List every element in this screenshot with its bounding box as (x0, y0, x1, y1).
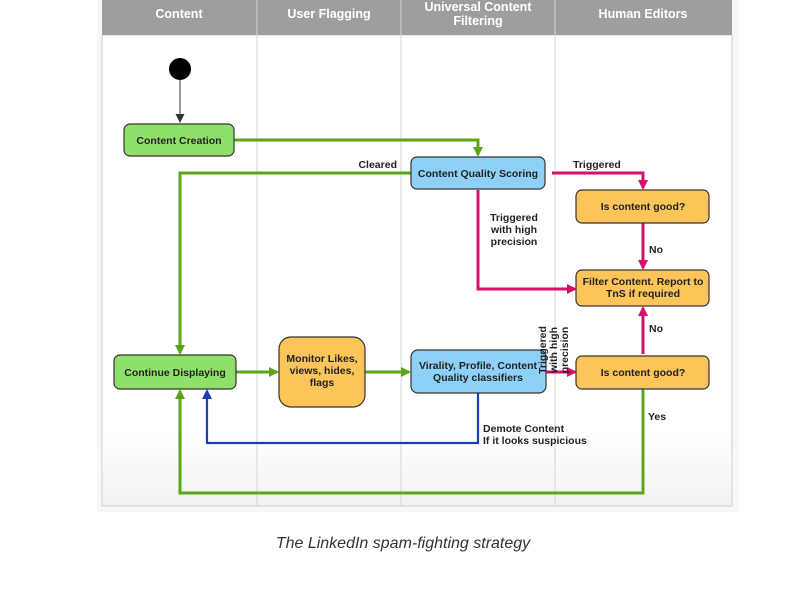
lane-title-user-flagging: User Flagging (287, 7, 370, 21)
svg-text:Content Quality Scoring: Content Quality Scoring (418, 168, 538, 180)
node-content-quality-scoring[interactable]: Content Quality Scoring (410, 156, 546, 190)
svg-text:Is content good?: Is content good? (601, 367, 686, 379)
edge-scoring-highprecision-to-filter (476, 190, 577, 294)
lane-title-human-editors: Human Editors (599, 7, 688, 21)
edge-creation-to-scoring (234, 138, 483, 157)
label-no-2: No (649, 323, 663, 335)
edge-review2-yes-to-displaying (175, 389, 645, 495)
lane-title-content: Content (155, 7, 203, 21)
start-node (169, 58, 191, 80)
figure-caption: The LinkedIn spam-fighting strategy (275, 535, 531, 552)
svg-text:Is content good?: Is content good? (601, 201, 686, 213)
label-triggered-high-precision-vertical: Triggeredwith highprecision (537, 326, 571, 374)
svg-text:Continue Displaying: Continue Displaying (124, 367, 226, 379)
edge-scoring-triggered-to-review (552, 171, 648, 190)
label-triggered: Triggered (573, 159, 621, 171)
edge-classifiers-demote-to-displaying (202, 389, 480, 445)
label-cleared: Cleared (358, 159, 397, 171)
node-monitor-likes[interactable]: Monitor Likes,views, hides,flags (278, 336, 366, 408)
label-no-1: No (649, 244, 663, 256)
label-yes: Yes (648, 411, 666, 423)
node-continue-displaying[interactable]: Continue Displaying (113, 354, 237, 390)
swimlane-header (102, 0, 732, 35)
node-content-creation[interactable]: Content Creation (123, 123, 235, 157)
svg-text:Monitor Likes,views, hides,fla: Monitor Likes,views, hides,flags (286, 353, 357, 389)
edge-scoring-cleared-to-displaying (175, 171, 411, 355)
svg-text:Content Creation: Content Creation (136, 135, 221, 147)
node-is-content-good-2[interactable]: Is content good? (575, 355, 710, 390)
node-is-content-good-1[interactable]: Is content good? (575, 189, 710, 224)
